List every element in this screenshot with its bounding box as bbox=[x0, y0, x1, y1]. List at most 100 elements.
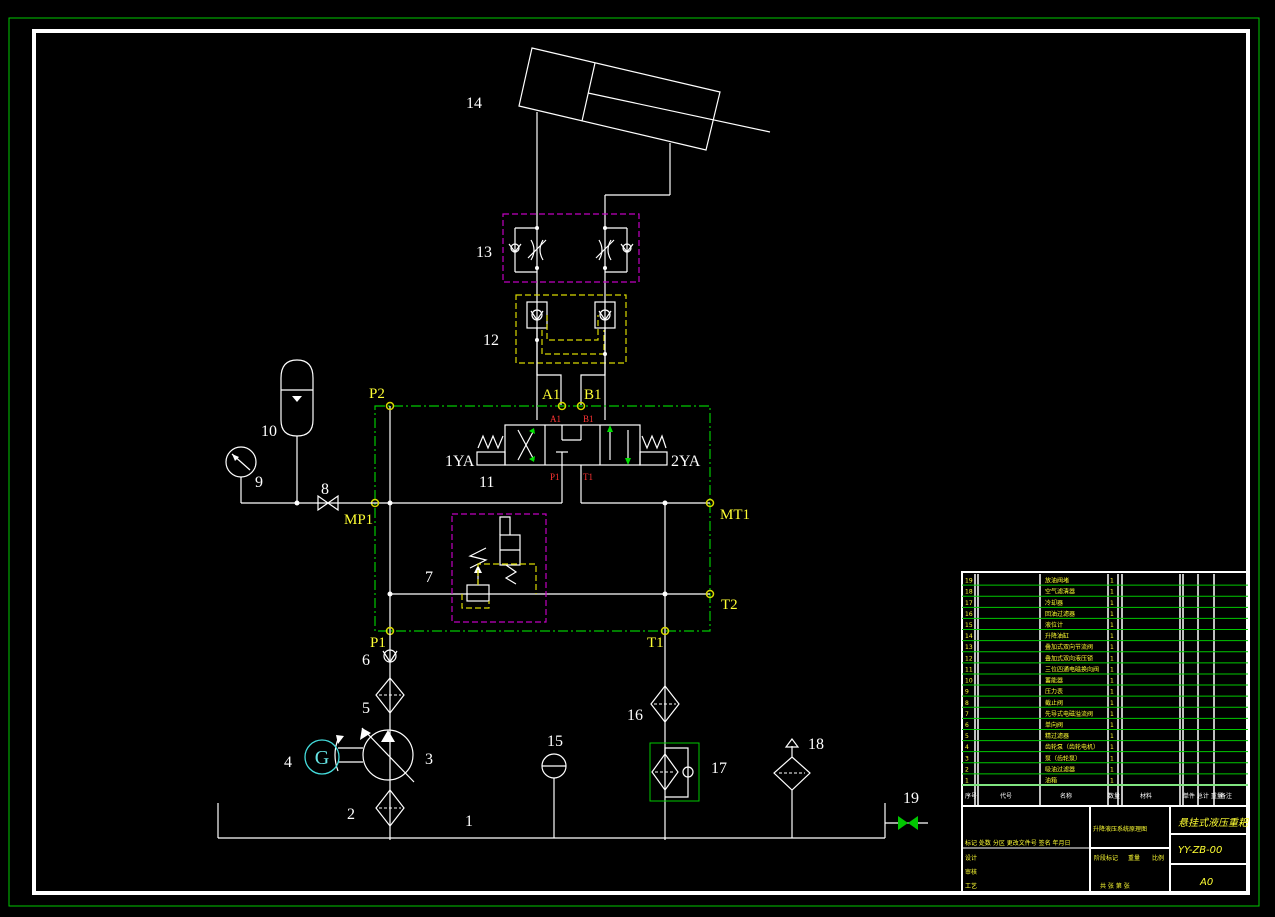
sign-row-0: 标记 处数 分区 更改文件号 签名 年月日 bbox=[965, 839, 1071, 847]
part-name: 压力表 bbox=[1045, 688, 1063, 696]
part-quantity: 1 bbox=[1110, 744, 1114, 751]
valve-port-t1: T1 bbox=[583, 472, 593, 482]
part-name: 截止阀 bbox=[1045, 699, 1063, 707]
port-t1: T1 bbox=[647, 635, 664, 651]
part-number: 11 bbox=[965, 666, 973, 673]
part-quantity: 1 bbox=[1110, 633, 1114, 640]
part-name: 叠加式双向液压锁 bbox=[1045, 654, 1093, 662]
part-name: 三位四通电磁换向阀 bbox=[1045, 665, 1099, 673]
part-name: 升降油缸 bbox=[1045, 632, 1069, 640]
parts-header-cell: 名称 bbox=[1060, 792, 1072, 800]
part-number: 2 bbox=[965, 766, 969, 773]
product-name: 悬挂式液压重耙 bbox=[1178, 817, 1250, 829]
label-13: 13 bbox=[476, 244, 492, 261]
stage-label-1: 重量 bbox=[1128, 854, 1140, 862]
drawing-name: 升降液压系统原理图 bbox=[1093, 825, 1147, 833]
valve-port-p1: P1 bbox=[550, 472, 560, 482]
parts-row: 8 截止阀 1 bbox=[965, 699, 1114, 707]
part-number: 8 bbox=[965, 700, 969, 707]
parts-row: 3 泵（齿轮泵） 1 bbox=[965, 754, 1114, 762]
air-breather-18 bbox=[773, 738, 811, 838]
accumulator-10 bbox=[280, 359, 314, 503]
label-8: 8 bbox=[321, 481, 329, 498]
part-number: 18 bbox=[965, 589, 973, 596]
inner-frame bbox=[32, 29, 1250, 895]
part-number: 19 bbox=[965, 578, 973, 585]
hydraulic-lock-12 bbox=[515, 294, 627, 364]
parts-header-cell: 数量 bbox=[1108, 792, 1120, 800]
label-9: 9 bbox=[255, 474, 263, 491]
valve-port-b1: B1 bbox=[583, 414, 594, 424]
level-gauge-15 bbox=[541, 753, 567, 838]
port-markers bbox=[370, 401, 715, 636]
parts-header-cell: 单件 总计 重量 bbox=[1183, 792, 1223, 800]
part-name: 冷却器 bbox=[1045, 599, 1063, 607]
solenoid-1ya: 1YA bbox=[445, 453, 475, 470]
part-name: 精过滤器 bbox=[1045, 732, 1069, 740]
part-quantity: 1 bbox=[1110, 655, 1114, 662]
relief-valve-7 bbox=[451, 513, 547, 623]
cooler-17 bbox=[649, 742, 700, 802]
port-a1: A1 bbox=[542, 387, 560, 403]
parts-row: 11 三位四通电磁换向阀 1 bbox=[965, 665, 1114, 673]
part-quantity: 1 bbox=[1110, 611, 1114, 618]
motor-symbol: G bbox=[315, 747, 329, 769]
drawing-number: YY-ZB-00 bbox=[1178, 845, 1222, 856]
part-number: 7 bbox=[965, 711, 969, 718]
shutoff-valve-8 bbox=[317, 494, 339, 512]
valve-port-a1: A1 bbox=[550, 414, 561, 424]
label-10: 10 bbox=[261, 423, 277, 440]
port-b1: B1 bbox=[584, 387, 602, 403]
part-quantity: 1 bbox=[1110, 689, 1114, 696]
label-17: 17 bbox=[711, 760, 727, 777]
part-quantity: 1 bbox=[1110, 733, 1114, 740]
cylinder-14 bbox=[518, 47, 771, 420]
part-number: 3 bbox=[965, 755, 969, 762]
part-quantity: 1 bbox=[1110, 755, 1114, 762]
part-number: 6 bbox=[965, 722, 969, 729]
part-name: 蓄能器 bbox=[1045, 677, 1063, 685]
part-quantity: 1 bbox=[1110, 722, 1114, 729]
suction-filter-2 bbox=[375, 789, 405, 827]
part-number: 16 bbox=[965, 611, 973, 618]
port-p2: P2 bbox=[369, 386, 385, 402]
parts-header-cell: 备注 bbox=[1220, 792, 1232, 800]
part-name: 齿轮泵（齿轮电机） bbox=[1045, 743, 1099, 751]
part-quantity: 1 bbox=[1110, 778, 1114, 785]
part-name: 油箱 bbox=[1045, 777, 1057, 785]
part-name: 空气滤清器 bbox=[1045, 588, 1075, 596]
parts-row: 9 压力表 1 bbox=[965, 688, 1114, 696]
label-11: 11 bbox=[479, 474, 494, 491]
return-filter-16 bbox=[650, 685, 680, 723]
label-7: 7 bbox=[425, 569, 433, 586]
part-quantity: 1 bbox=[1110, 644, 1114, 651]
part-number: 12 bbox=[965, 655, 973, 662]
part-quantity: 1 bbox=[1110, 666, 1114, 673]
part-number: 9 bbox=[965, 689, 969, 696]
part-name: 先导式电磁溢流阀 bbox=[1045, 710, 1093, 718]
part-quantity: 1 bbox=[1110, 578, 1114, 585]
port-t2: T2 bbox=[721, 597, 738, 613]
part-name: 吸油过滤器 bbox=[1045, 765, 1075, 773]
part-number: 15 bbox=[965, 622, 973, 629]
check-valve-6 bbox=[382, 649, 398, 664]
sign-row-3: 工艺 bbox=[965, 882, 977, 890]
label-2: 2 bbox=[347, 806, 355, 823]
part-name: 液位计 bbox=[1045, 621, 1063, 629]
part-name: 泵（齿轮泵） bbox=[1045, 754, 1081, 762]
part-quantity: 1 bbox=[1110, 700, 1114, 707]
parts-header-cell: 序号 bbox=[965, 792, 977, 800]
port-mp1: MP1 bbox=[344, 512, 373, 528]
